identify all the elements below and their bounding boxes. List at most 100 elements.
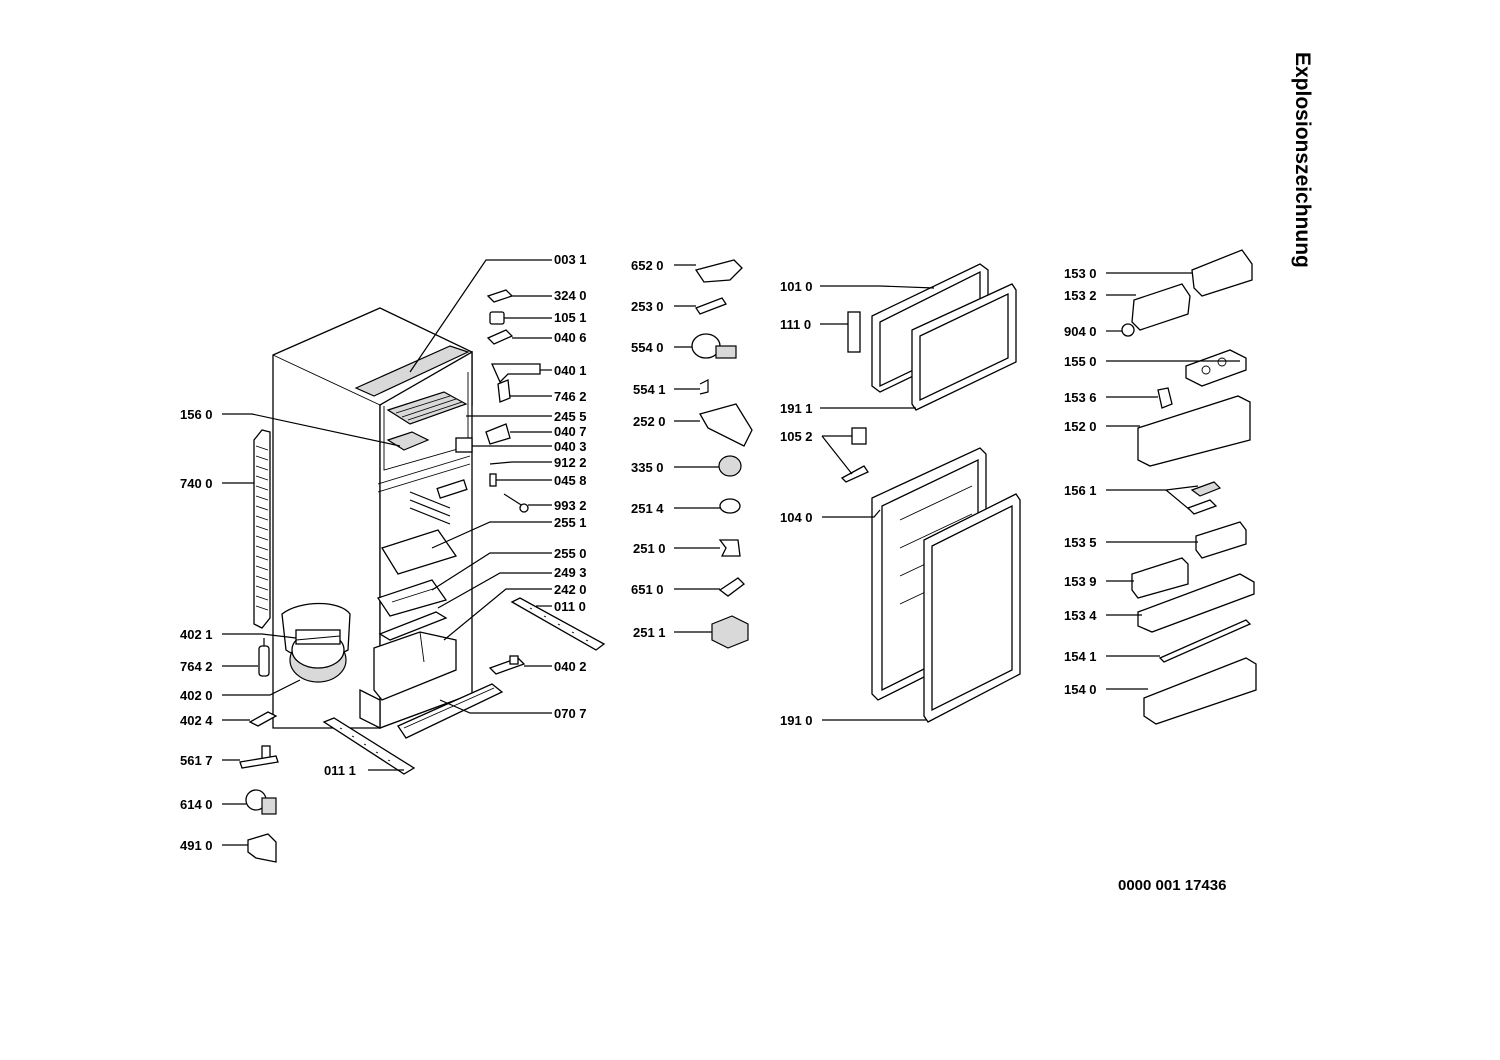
label-335-0: 335 0 [631, 460, 664, 475]
label-993-2: 993 2 [554, 498, 587, 513]
part-105-2 [840, 427, 869, 483]
part-251-4 [719, 498, 741, 514]
label-255-1: 255 1 [554, 515, 587, 530]
filter-drier-part [258, 638, 270, 677]
part-011-0 [510, 597, 606, 651]
part-154-1 [1158, 619, 1252, 663]
fridge-door-gasket [923, 493, 1021, 723]
part-402-4 [248, 711, 278, 727]
part-153-5 [1195, 521, 1247, 559]
label-554-1: 554 1 [633, 382, 666, 397]
label-153-6: 153 6 [1064, 390, 1097, 405]
label-040-3: 040 3 [554, 439, 587, 454]
label-153-5: 153 5 [1064, 535, 1097, 550]
part-040-7 [485, 423, 511, 445]
part-156-1 [1186, 481, 1222, 515]
label-251-4: 251 4 [631, 501, 664, 516]
label-191-1: 191 1 [780, 401, 813, 416]
label-156-1: 156 1 [1064, 483, 1097, 498]
label-045-8: 045 8 [554, 473, 587, 488]
part-251-1 [711, 615, 749, 649]
label-740-0: 740 0 [180, 476, 213, 491]
label-154-0: 154 0 [1064, 682, 1097, 697]
label-652-0: 652 0 [631, 258, 664, 273]
label-402-1: 402 1 [180, 627, 213, 642]
label-153-9: 153 9 [1064, 574, 1097, 589]
label-402-0: 402 0 [180, 688, 213, 703]
part-040-6 [486, 329, 514, 345]
label-324-0: 324 0 [554, 288, 587, 303]
label-040-1: 040 1 [554, 363, 587, 378]
label-491-0: 491 0 [180, 838, 213, 853]
document-number: 0000 001 17436 [1118, 877, 1226, 894]
label-040-7: 040 7 [554, 424, 587, 439]
label-011-0: 011 0 [554, 599, 586, 614]
part-652-0 [694, 259, 743, 283]
label-561-7: 561 7 [180, 753, 213, 768]
label-105-1: 105 1 [554, 310, 587, 325]
part-155-0 [1185, 349, 1247, 387]
label-746-2: 746 2 [554, 389, 587, 404]
part-153-9 [1131, 557, 1189, 599]
label-003-1: 003 1 [554, 252, 587, 267]
condenser-part [253, 429, 271, 629]
label-253-0: 253 0 [631, 299, 664, 314]
freezer-door-gasket [911, 283, 1017, 411]
part-153-6 [1157, 387, 1173, 409]
label-402-4: 402 4 [180, 713, 213, 728]
part-253-0 [695, 297, 727, 315]
label-040-6: 040 6 [554, 330, 587, 345]
part-153-4 [1137, 573, 1255, 633]
label-153-2: 153 2 [1064, 288, 1097, 303]
label-251-0: 251 0 [633, 541, 666, 556]
part-651-0 [718, 577, 745, 597]
label-255-0: 255 0 [554, 546, 587, 561]
part-045-8 [489, 473, 497, 487]
label-070-7: 070 7 [554, 706, 587, 721]
leader-lines [222, 259, 1240, 846]
part-912-2 [489, 461, 513, 465]
drawing-title: Explosionszeichnung [1291, 52, 1314, 268]
label-156-0: 156 0 [180, 407, 213, 422]
label-614-0: 614 0 [180, 797, 213, 812]
part-152-0 [1137, 395, 1251, 467]
label-101-0: 101 0 [780, 279, 813, 294]
label-040-2: 040 2 [554, 659, 587, 674]
label-104-0: 104 0 [780, 510, 813, 525]
part-105-1 [489, 311, 505, 325]
label-242-0: 242 0 [554, 582, 587, 597]
part-252-0 [699, 403, 753, 447]
part-040-3 [455, 437, 473, 453]
label-245-5: 245 5 [554, 409, 587, 424]
label-251-1: 251 1 [633, 625, 666, 640]
label-651-0: 651 0 [631, 582, 664, 597]
label-912-2: 912 2 [554, 455, 587, 470]
compressor-part [281, 602, 351, 683]
label-153-4: 153 4 [1064, 608, 1097, 623]
label-152-0: 152 0 [1064, 419, 1097, 434]
part-040-1 [490, 363, 541, 384]
part-040-2 [488, 655, 526, 675]
part-614-0 [245, 789, 277, 815]
label-191-0: 191 0 [780, 713, 813, 728]
label-249-3: 249 3 [554, 565, 587, 580]
part-011-1 [322, 717, 416, 775]
label-153-0: 153 0 [1064, 266, 1097, 281]
label-111-0: 111 0 [780, 317, 811, 332]
part-070-7 [397, 683, 504, 739]
part-324-0 [486, 289, 514, 303]
part-554-1 [699, 379, 709, 395]
part-number-labels: 003 1 324 0 105 1 040 6 040 1 746 2 156 … [180, 252, 1097, 853]
label-252-0: 252 0 [633, 414, 666, 429]
label-105-2: 105 2 [780, 429, 813, 444]
part-561-7 [239, 745, 279, 769]
part-153-0 [1191, 249, 1253, 297]
label-011-1: 011 1 [324, 763, 356, 778]
label-554-0: 554 0 [631, 340, 664, 355]
label-154-1: 154 1 [1064, 649, 1097, 664]
part-746-2 [497, 379, 511, 403]
part-335-0 [718, 455, 742, 477]
part-251-0 [718, 539, 741, 557]
part-111-0 [847, 311, 861, 353]
